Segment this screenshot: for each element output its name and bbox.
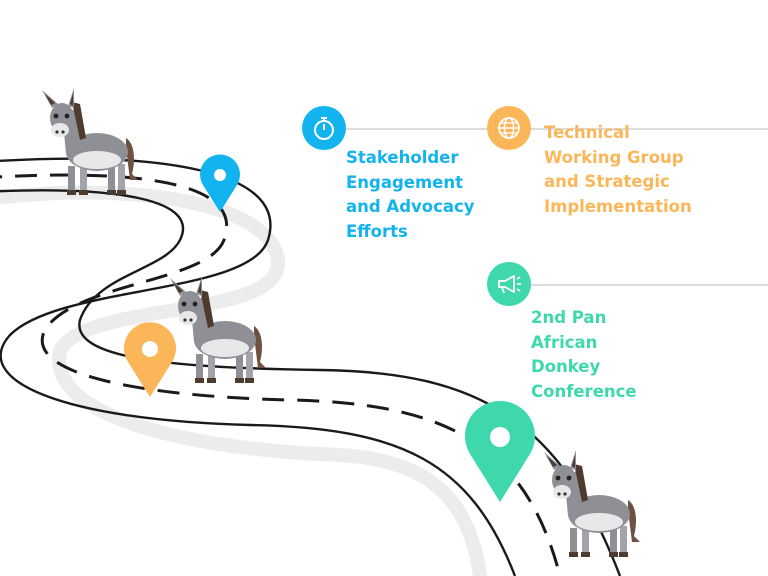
- milestone-stakeholder-label: Stakeholder Engagement and Advocacy Effo…: [346, 148, 475, 241]
- donkey-illustration-3: [544, 450, 640, 557]
- milestone-technical-label: Technical Working Group and Strategic Im…: [544, 123, 692, 216]
- megaphone-icon: [498, 275, 521, 294]
- road-outer-edge: [0, 157, 517, 576]
- green-pin: [465, 400, 535, 502]
- orange-pin: [124, 322, 176, 397]
- stopwatch-icon: [314, 117, 334, 140]
- connector-line-1: [340, 128, 490, 130]
- road-center-dashed-line: [0, 173, 562, 576]
- globe-icon: [498, 117, 520, 139]
- technical-badge: [487, 106, 531, 150]
- donkey-illustration-1: [42, 88, 138, 195]
- conference-badge: [487, 262, 531, 306]
- road-shadow: [0, 185, 487, 576]
- connector-line-2: [530, 128, 768, 130]
- connector-line-3: [530, 284, 768, 286]
- stakeholder-badge: [302, 106, 346, 150]
- blue-pin: [200, 154, 240, 212]
- milestone-conference-label: 2nd Pan African Donkey Conference: [531, 308, 637, 401]
- road-inner-edge: [0, 189, 622, 576]
